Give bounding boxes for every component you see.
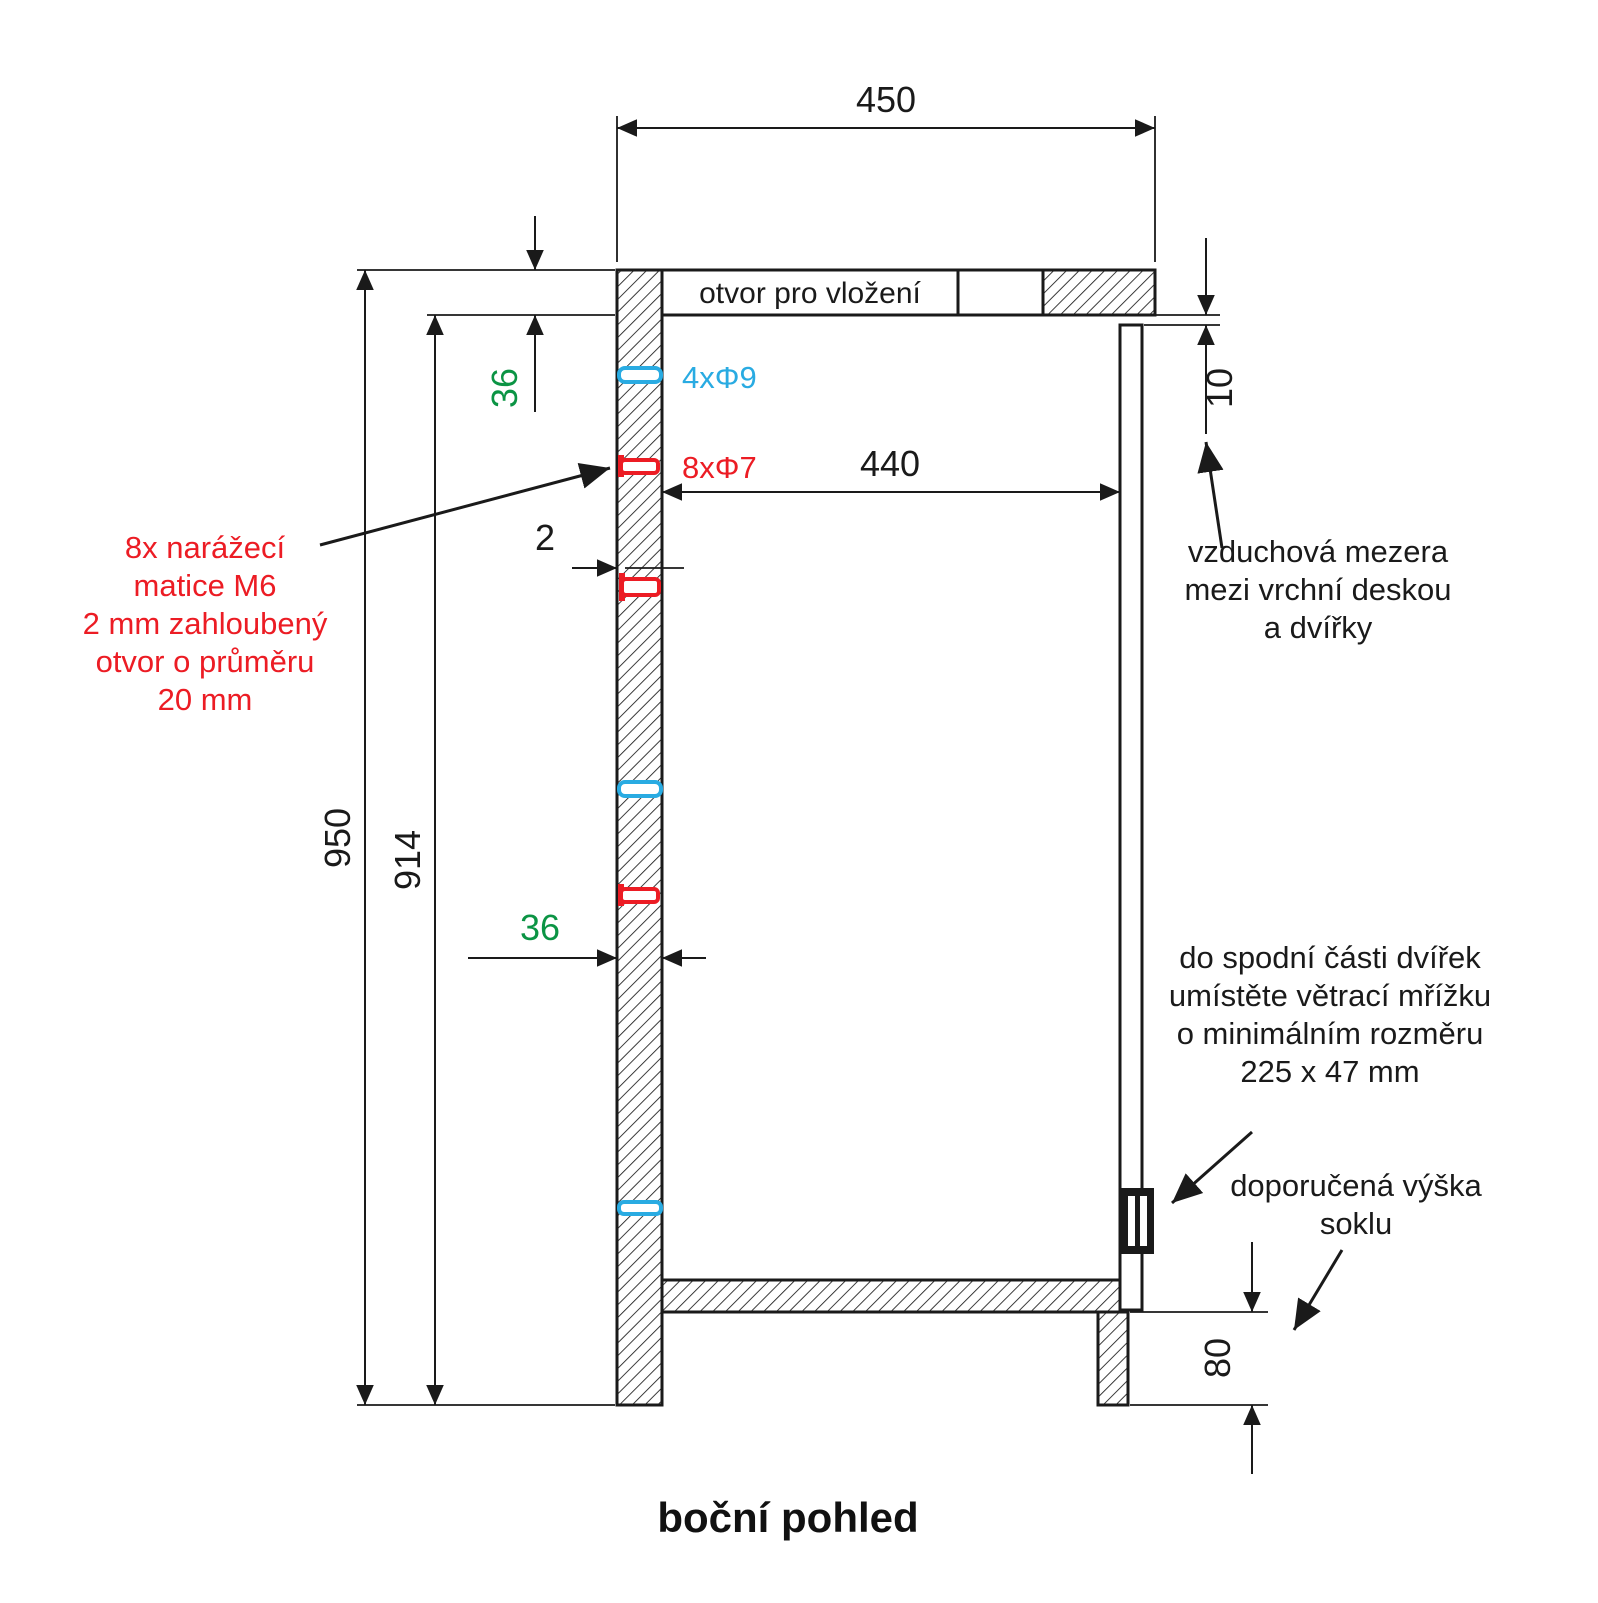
vent-note-line: umístěte větrací mřížku: [1169, 978, 1491, 1013]
plinth-leader-arrow: [1292, 1249, 1344, 1331]
vent-note-line: 225 x 47 mm: [1240, 1054, 1419, 1089]
dim-plinth-height: 80: [1130, 1242, 1268, 1474]
dim-450-label: 450: [856, 79, 916, 120]
hole-mark-red: [619, 573, 661, 601]
air-gap-leader-arrow: [1197, 441, 1224, 549]
hole-marks: [617, 366, 663, 1216]
dim-top-thickness: 36: [484, 216, 544, 412]
dim-width-outer: 450: [616, 79, 1156, 262]
plinth-note-line: doporučená výška: [1230, 1168, 1482, 1203]
dim-2-label: 2: [535, 517, 555, 558]
left-wall-section: [615, 268, 664, 1407]
dim-air-gap: 10: [1144, 238, 1240, 434]
nut-note-line: 2 mm zahloubený: [83, 606, 328, 641]
dim-36-top-label: 36: [484, 368, 525, 408]
air-gap-note-line: a dvířky: [1264, 610, 1373, 645]
nut-note-line: matice M6: [134, 568, 277, 603]
nut-note-leader-arrow: [319, 462, 611, 547]
hole-mark-red: [618, 455, 660, 477]
opening-label: otvor pro vložení: [699, 277, 921, 310]
nut-note: 8x narážecí matice M6 2 mm zahloubený ot…: [83, 462, 611, 717]
dim-wall-thickness: 36: [468, 907, 706, 967]
vent-note-line: do spodní části dvířek: [1179, 940, 1481, 975]
plinth-note-line: soklu: [1320, 1206, 1392, 1241]
air-gap-note-line: vzduchová mezera: [1188, 534, 1449, 569]
dim-width-inner: 440: [662, 443, 1120, 501]
dim-36-side-label: 36: [520, 907, 560, 948]
dimensions: 450 950 914 36 2 440: [317, 79, 1268, 1474]
nut-note-line: 8x narážecí: [125, 530, 286, 565]
dim-440-label: 440: [860, 443, 920, 484]
hole-mark-red: [618, 884, 660, 906]
vent-grille-body: [1120, 1188, 1154, 1254]
dim-10-label: 10: [1199, 368, 1240, 408]
nut-note-line: otvor o průměru: [96, 644, 315, 679]
hole-mark-red-slot: [619, 458, 660, 475]
vent-note: do spodní části dvířek umístěte větrací …: [1169, 940, 1491, 1205]
vent-grille-slot: [1140, 1196, 1147, 1246]
plinth-leg-section: [1096, 1310, 1130, 1407]
hole-mark-blue: [617, 366, 663, 384]
hole-mark-blue: [617, 780, 663, 798]
top-panel-rear-section: [1041, 268, 1157, 317]
hole-mark-blue: [617, 1200, 663, 1216]
nut-note-line: 20 mm: [158, 682, 253, 717]
hole-labels: 4xΦ9 8xΦ7: [682, 360, 757, 485]
hole-mark-red-slot: [619, 887, 660, 904]
dim-height-outer: 950: [317, 269, 615, 1406]
top-panel-opening-box: [660, 268, 960, 317]
dim-950-label: 950: [317, 808, 358, 868]
vent-grille-slot: [1128, 1196, 1135, 1246]
door-panel: [1118, 323, 1144, 1312]
top-panel-gap: [956, 268, 1045, 317]
air-gap-note-line: mezi vrchní deskou: [1184, 572, 1451, 607]
annotations: 8x narážecí matice M6 2 mm zahloubený ot…: [83, 441, 1491, 1331]
bottom-panel-section: [660, 1278, 1122, 1314]
air-gap-note: vzduchová mezera mezi vrchní deskou a dv…: [1184, 441, 1452, 645]
hole-label-red: 8xΦ7: [682, 450, 757, 485]
vent-note-line: o minimálním rozměru: [1177, 1016, 1484, 1051]
dim-height-inner: 914: [387, 314, 615, 1405]
dim-914-label: 914: [387, 830, 428, 890]
cabinet-body: otvor pro vložení: [615, 268, 1157, 1407]
drawing-title: boční pohled: [657, 1494, 918, 1541]
vent-leader-arrow: [1171, 1130, 1253, 1205]
dim-counterbore-depth: 2: [535, 517, 684, 577]
hole-mark-red-slot: [620, 577, 661, 597]
hole-label-blue: 4xΦ9: [682, 360, 757, 395]
vent-grille-symbol: [1120, 1188, 1154, 1254]
dim-80-label: 80: [1197, 1338, 1238, 1378]
plinth-note: doporučená výška soklu: [1230, 1168, 1483, 1331]
